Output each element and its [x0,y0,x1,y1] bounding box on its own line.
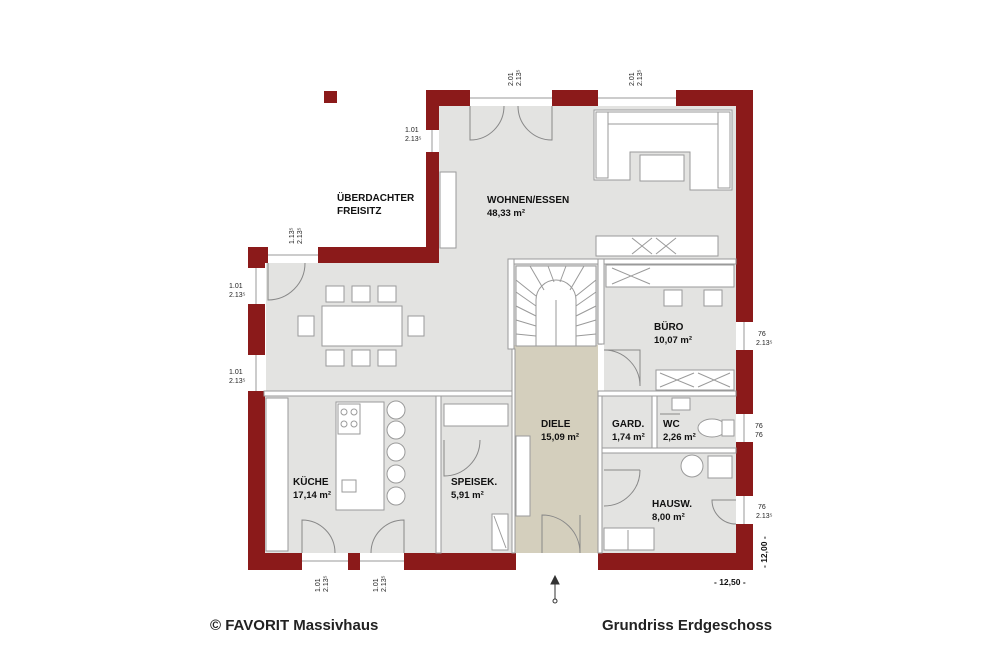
living-room-area: 48,33 m² [487,208,525,219]
window-glass [255,97,745,562]
window-top-right-w: 2.01 [629,72,636,86]
window-office-east-w: 76 [758,331,766,338]
utility-name: HAUSW. [652,499,692,510]
window-wc-east-h: 76 [755,432,763,439]
interior-walls [263,258,737,554]
window-dining-top-w: 1.13⁵ [289,227,296,244]
window-living-west-h: 2.13⁵ [405,136,422,143]
overall-width-dimension: - 12,50 - [714,577,746,587]
furniture [265,109,735,552]
pantry-name: SPEISEK. [451,477,497,488]
overall-depth-dimension: - 12,00 - [759,536,769,568]
window-top-left-w: 2.01 [508,72,515,86]
wardrobe-area: 1,74 m² [612,432,645,443]
wc-area: 2,26 m² [663,432,696,443]
office-area: 10,07 m² [654,335,692,346]
window-office-east-h: 2.13⁵ [756,340,773,347]
window-dining-top-h: 2.13⁵ [297,227,304,244]
window-wc-east-w: 76 [755,423,763,430]
window-dining-west-lower-h: 2.13⁵ [229,378,246,385]
pantry-area: 5,91 m² [451,490,484,501]
covered-seating-label-2: FREISITZ [337,206,381,217]
window-top-right-h: 2.13⁵ [637,69,644,86]
window-kitchen-south-right-w: 1.01 [373,578,380,592]
window-utility-east-h: 2.13⁵ [756,513,773,520]
staircase [515,265,597,347]
window-kitchen-south-left-w: 1.01 [315,578,322,592]
hall-name: DIELE [541,419,571,430]
doors [267,105,737,554]
entrance-arrow-icon [550,574,560,604]
window-kitchen-south-right-h: 2.13⁵ [381,575,388,592]
window-dining-west-upper-h: 2.13⁵ [229,292,246,299]
window-dimensions: 2.01 2.13⁵ 2.01 2.13⁵ 1.01 2.13⁵ 1.13⁵ 2… [229,69,773,592]
hall-area: 15,09 m² [541,432,579,443]
window-dining-west-upper-w: 1.01 [229,283,243,290]
window-top-left-h: 2.13⁵ [516,69,523,86]
kitchen-name: KÜCHE [293,475,329,488]
window-dining-west-lower-w: 1.01 [229,369,243,376]
window-utility-east-w: 76 [758,504,766,511]
window-kitchen-south-left-h: 2.13⁵ [323,575,330,592]
column [324,91,337,103]
wardrobe-name: GARD. [612,419,644,430]
copyright-text: © FAVORIT Massivhaus [210,617,379,634]
plan-title: Grundriss Erdgeschoss [602,617,773,634]
wc-name: WC [663,419,680,430]
utility-area: 8,00 m² [652,512,685,523]
kitchen-area: 17,14 m² [293,490,331,501]
window-living-west-w: 1.01 [405,127,419,134]
living-room-name: WOHNEN/ESSEN [487,195,569,206]
covered-seating-label-1: ÜBERDACHTER [337,191,415,204]
office-name: BÜRO [654,320,684,333]
